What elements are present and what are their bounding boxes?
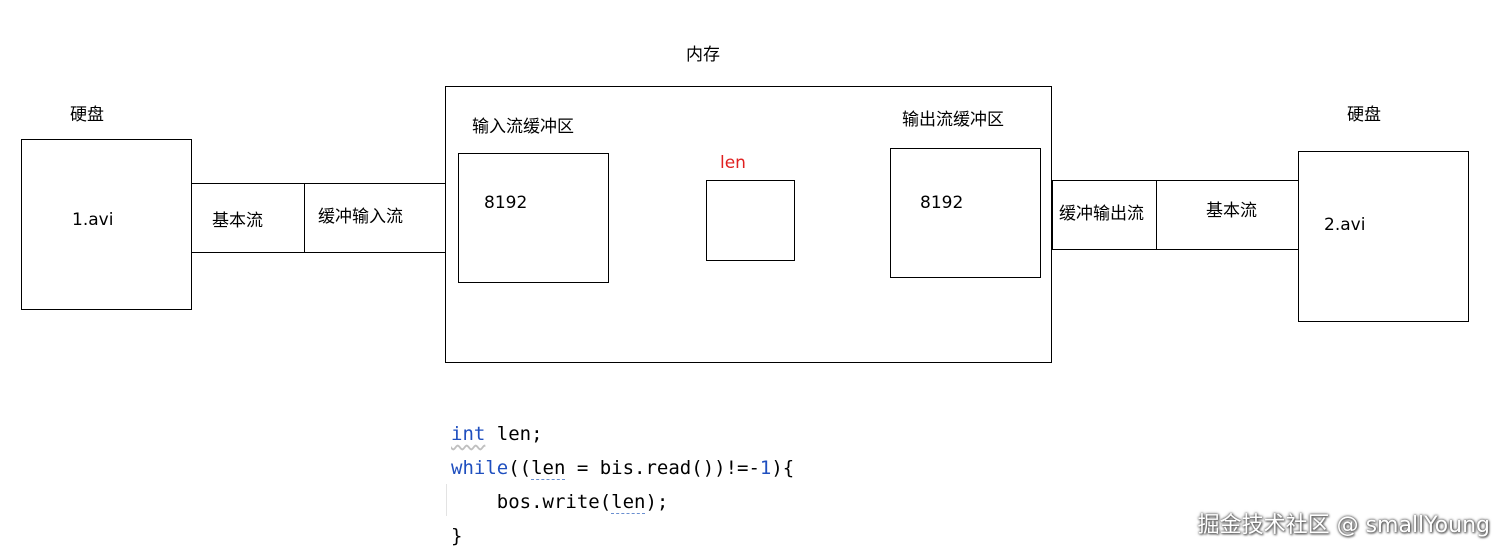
len-label: len xyxy=(720,153,746,173)
len-box xyxy=(706,180,795,261)
code-line-1-rest: len; xyxy=(485,423,543,445)
buffered-output-stream-box xyxy=(1052,180,1157,250)
right-disk-box xyxy=(1298,151,1469,322)
code-line-3: bos.write(len); xyxy=(451,491,669,514)
right-disk-label: 硬盘 xyxy=(1347,105,1381,125)
code-line-2-close: ){ xyxy=(771,457,795,479)
input-buffer-box xyxy=(458,153,609,283)
right-basic-stream-label: 基本流 xyxy=(1206,201,1257,221)
left-disk-label: 硬盘 xyxy=(70,105,104,125)
left-basic-stream-label: 基本流 xyxy=(212,211,263,231)
right-basic-stream-box xyxy=(1156,180,1300,250)
code-keyword-int: int xyxy=(451,423,486,445)
output-buffer-box xyxy=(890,148,1041,278)
right-disk-file: 2.avi xyxy=(1324,215,1366,235)
left-disk-box xyxy=(21,139,192,310)
left-disk-file: 1.avi xyxy=(72,210,114,230)
code-indent-guide xyxy=(446,484,447,516)
input-buffer-size: 8192 xyxy=(484,193,528,213)
code-line-3-pre: bos.write( xyxy=(451,491,612,513)
watermark: 掘金技术社区 @ smallYoung xyxy=(1197,513,1490,538)
code-line-2-num: 1 xyxy=(759,457,772,479)
output-buffer-size: 8192 xyxy=(920,193,964,213)
code-line-2-var: len xyxy=(531,457,566,480)
output-buffer-label: 输出流缓冲区 xyxy=(902,110,1004,130)
code-line-4: } xyxy=(451,525,463,547)
input-buffer-label: 输入流缓冲区 xyxy=(472,117,574,137)
code-line-1: int len; xyxy=(451,425,543,444)
buffered-input-stream-label: 缓冲输入流 xyxy=(318,207,403,227)
buffered-input-stream-box xyxy=(304,183,446,253)
code-line-2-open: (( xyxy=(508,457,532,479)
buffered-output-stream-label: 缓冲输出流 xyxy=(1059,204,1144,224)
code-line-2: while((len = bis.read())!=-1){ xyxy=(451,457,795,480)
code-line-3-post: ); xyxy=(645,491,669,513)
memory-label: 内存 xyxy=(686,45,720,65)
left-basic-stream-box xyxy=(191,183,305,253)
code-line-2-mid: = bis.read())!=- xyxy=(565,457,760,479)
code-keyword-while: while xyxy=(451,457,509,479)
code-line-3-var: len xyxy=(611,491,646,514)
